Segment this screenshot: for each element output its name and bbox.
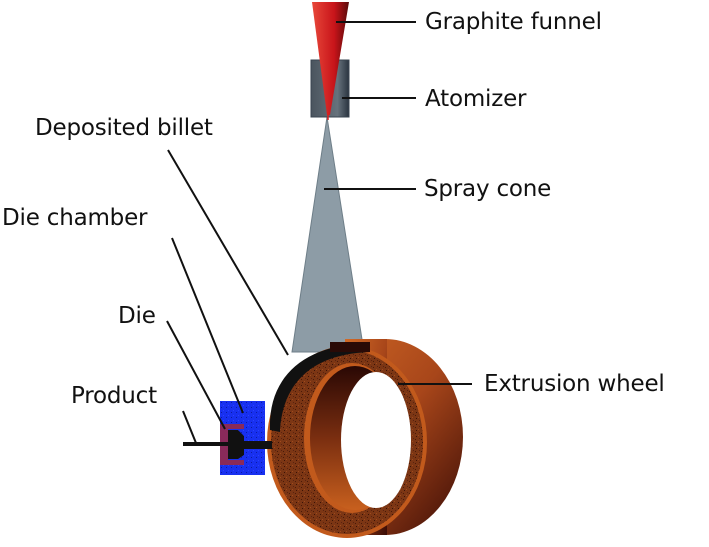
label-graphite-funnel: Graphite funnel	[425, 9, 602, 35]
label-extrusion-wheel: Extrusion wheel	[484, 371, 665, 397]
spray-cone-shape	[291, 116, 365, 353]
leader-die-chamber	[171, 237, 244, 414]
product-shape	[228, 430, 272, 459]
leader-deposited-billet	[167, 149, 289, 356]
leader-product	[182, 410, 197, 444]
graphite-funnel-shape	[312, 2, 349, 115]
label-spray-cone: Spray cone	[424, 176, 552, 202]
label-atomizer: Atomizer	[425, 86, 527, 112]
extrusion-wheel-shape	[267, 339, 463, 538]
label-die-chamber: Die chamber	[2, 205, 148, 231]
label-product: Product	[71, 383, 157, 409]
leader-die	[166, 320, 226, 430]
label-die: Die	[118, 303, 156, 329]
label-deposited-billet: Deposited billet	[35, 115, 213, 141]
leader-lines	[166, 21, 472, 444]
die-shape	[220, 424, 244, 465]
